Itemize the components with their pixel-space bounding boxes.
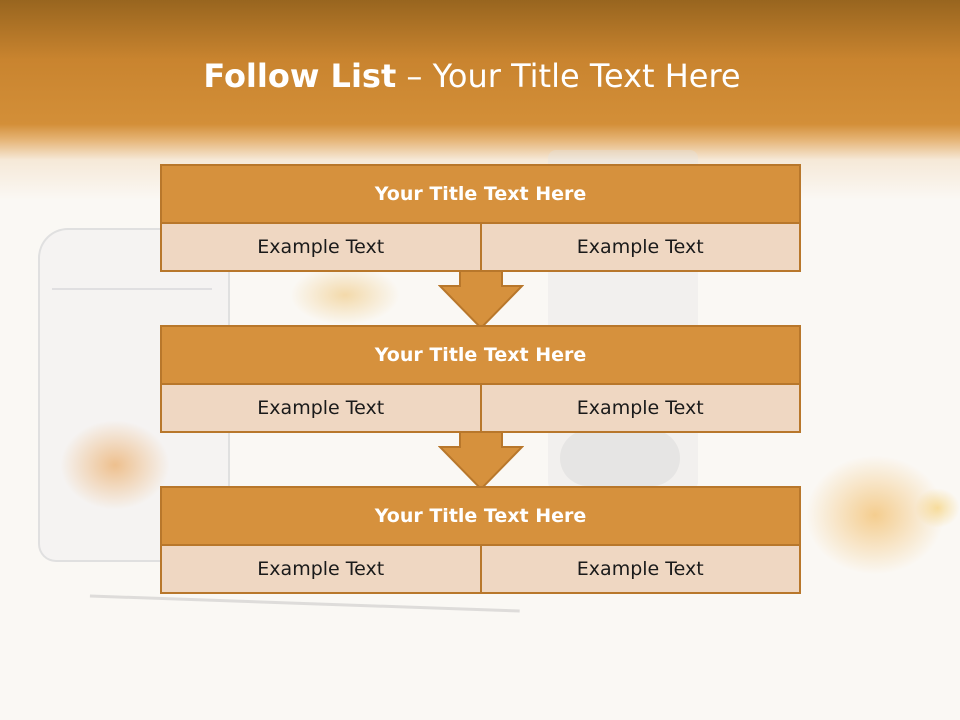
block-cell-left: Example Text xyxy=(162,546,480,592)
slide-title-rest: – Your Title Text Here xyxy=(396,57,741,95)
down-arrow-icon xyxy=(438,270,524,330)
block-row: Example Text Example Text xyxy=(162,546,799,592)
block-cell-left: Example Text xyxy=(162,224,480,270)
background-flower-small xyxy=(915,488,960,528)
slide-title-bold: Follow List xyxy=(203,57,397,95)
block-row: Example Text Example Text xyxy=(162,385,799,431)
background-jar-neck xyxy=(52,228,212,290)
block-title: Your Title Text Here xyxy=(162,327,799,385)
background-flower-left xyxy=(60,420,170,510)
block-title: Your Title Text Here xyxy=(162,166,799,224)
block-cell-left: Example Text xyxy=(162,385,480,431)
block-cell-right: Example Text xyxy=(479,385,799,431)
block-cell-right: Example Text xyxy=(479,546,799,592)
block-title: Your Title Text Here xyxy=(162,488,799,546)
list-block-1: Your Title Text Here Example Text Exampl… xyxy=(160,164,801,272)
slide-title: Follow List – Your Title Text Here xyxy=(0,54,944,98)
background-tube xyxy=(560,430,680,486)
down-arrow-icon xyxy=(438,431,524,491)
list-block-3: Your Title Text Here Example Text Exampl… xyxy=(160,486,801,594)
block-row: Example Text Example Text xyxy=(162,224,799,270)
list-block-2: Your Title Text Here Example Text Exampl… xyxy=(160,325,801,433)
background-pills xyxy=(290,265,400,325)
block-cell-right: Example Text xyxy=(479,224,799,270)
